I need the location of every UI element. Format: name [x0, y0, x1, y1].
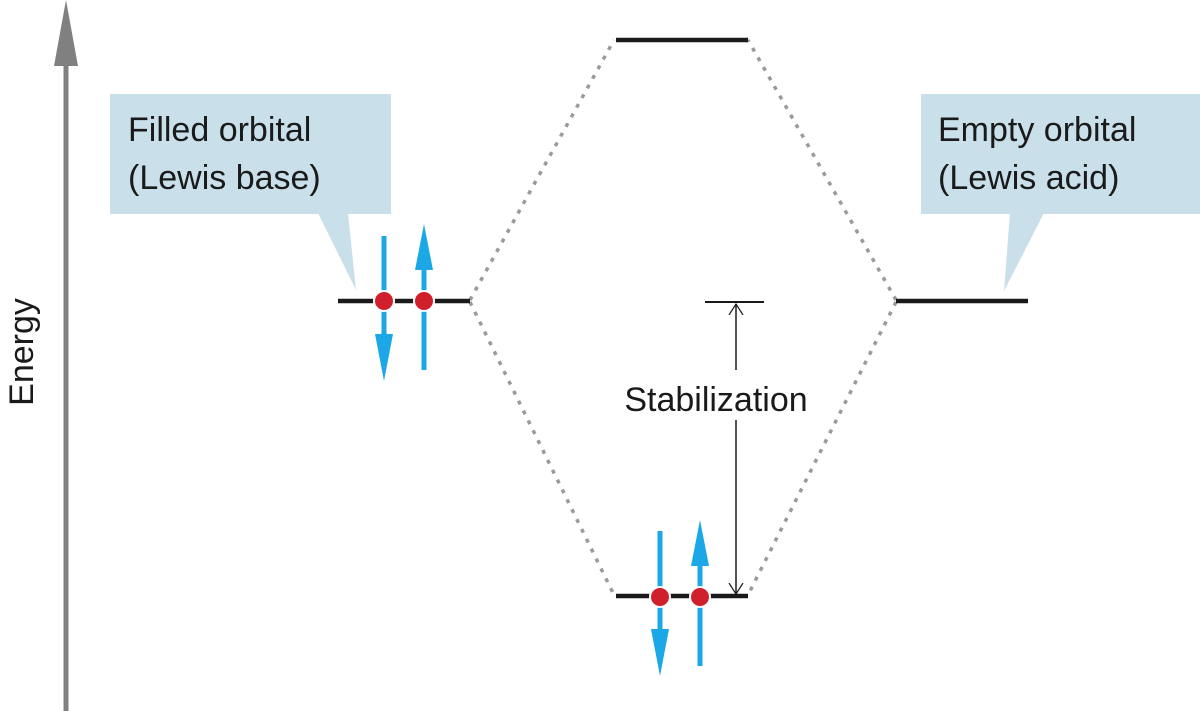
- stabilization-label: Stabilization: [624, 381, 807, 419]
- energy-axis-arrowhead-icon: [54, 0, 78, 66]
- correlation-line-acid-to-bonding: [746, 301, 898, 596]
- orbital-levels: [338, 37, 1028, 599]
- correlation-lines: [468, 39, 898, 596]
- energy-axis: Energy: [3, 0, 78, 711]
- electron-dot: [373, 290, 395, 312]
- callout-filled-orbital: Filled orbital (Lewis base): [110, 94, 391, 290]
- callout-filled-orbital-box: [110, 94, 391, 214]
- callout-empty-orbital-line1: Empty orbital: [938, 111, 1136, 149]
- electron-dot: [413, 290, 435, 312]
- electron-pair-lewis-base: [373, 224, 435, 381]
- spin-down-arrow-icon: [375, 236, 393, 381]
- spin-down-arrow-icon: [651, 531, 669, 676]
- callout-filled-orbital-line1: Filled orbital: [128, 111, 311, 149]
- electron-pair-bonding: [649, 520, 711, 676]
- callout-filled-orbital-pointer: [318, 213, 356, 290]
- correlation-line-acid-to-antibonding: [746, 39, 898, 301]
- electron-dot: [649, 586, 671, 608]
- spin-up-arrow-icon: [691, 520, 709, 666]
- callout-empty-orbital-pointer: [1004, 213, 1044, 291]
- callout-empty-orbital-line2: (Lewis acid): [938, 159, 1119, 197]
- callout-empty-orbital-box: [921, 94, 1200, 214]
- energy-axis-label: Energy: [3, 298, 41, 406]
- correlation-line-base-to-antibonding: [468, 39, 616, 301]
- stabilization-indicator: Stabilization: [624, 301, 808, 594]
- callout-empty-orbital: Empty orbital (Lewis acid): [921, 94, 1200, 291]
- callout-filled-orbital-line2: (Lewis base): [128, 159, 321, 197]
- correlation-line-base-to-bonding: [468, 301, 616, 596]
- electron-dot: [689, 586, 711, 608]
- spin-up-arrow-icon: [415, 224, 433, 370]
